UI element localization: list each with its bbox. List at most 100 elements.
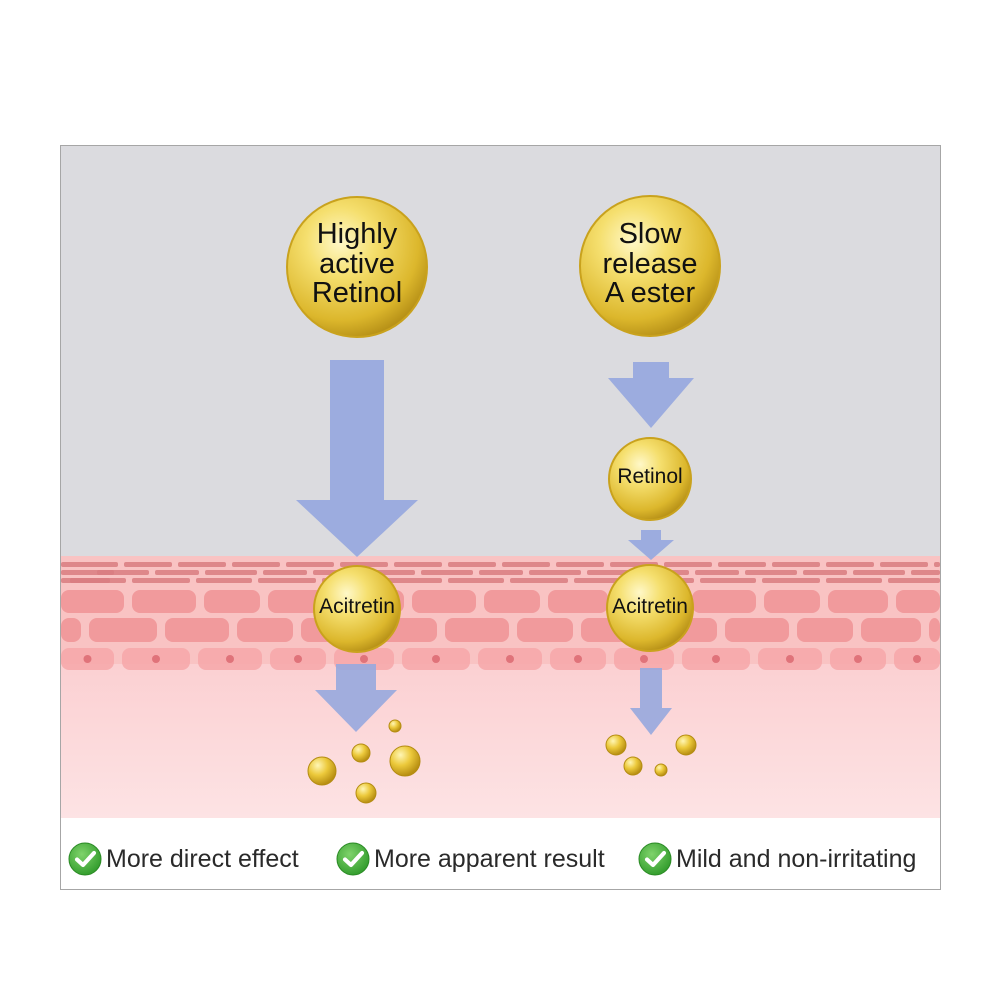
skin-cell	[155, 570, 199, 575]
cell-nucleus	[854, 655, 862, 663]
skin-cell	[412, 590, 476, 613]
skin-cell	[764, 590, 820, 613]
cell-nucleus	[152, 655, 160, 663]
skin-cell	[745, 570, 797, 575]
skin-cell	[826, 562, 874, 567]
benefit-apparent-result: More apparent result	[336, 839, 605, 879]
skin-cell	[124, 562, 172, 567]
skin-cell	[692, 590, 756, 613]
penetration-arrows	[296, 360, 694, 735]
skin-cell	[61, 618, 81, 642]
label-slow-release-a-ester: Slow release A ester	[602, 218, 698, 310]
ball-acitretin-right	[606, 564, 694, 652]
skin-cell	[196, 578, 252, 583]
skin-cell	[448, 578, 504, 583]
benefit-label: More apparent result	[374, 844, 605, 873]
skin-cell	[587, 570, 631, 575]
skin-cell	[529, 570, 581, 575]
skin-cell	[510, 578, 568, 583]
skin-cell	[205, 570, 257, 575]
arrow-right-top	[608, 362, 694, 428]
cell-nucleus	[432, 655, 440, 663]
skin-cell	[445, 618, 509, 642]
skin-cell	[888, 578, 940, 583]
skin-cell	[178, 562, 226, 567]
arrow-right-bottom	[630, 668, 672, 735]
skin-cell	[89, 618, 157, 642]
skin-cell	[61, 590, 124, 613]
skin-cell	[664, 562, 712, 567]
cell-nucleus	[640, 655, 648, 663]
skin-cell	[61, 562, 118, 567]
cell-nucleus	[506, 655, 514, 663]
skin-cell	[826, 578, 882, 583]
skin-cell	[286, 562, 334, 567]
skin-cell	[700, 578, 756, 583]
benefit-mild-non-irritating: Mild and non-irritating	[638, 839, 916, 879]
ball-acitretin-left	[313, 565, 401, 653]
skin-cell	[861, 618, 921, 642]
skin-cell	[548, 590, 608, 613]
skin-cell	[929, 618, 940, 642]
skin-cell	[132, 578, 190, 583]
cell-nucleus	[574, 655, 582, 663]
skin-cell	[448, 562, 496, 567]
skin-cell	[762, 578, 820, 583]
skin-cell	[695, 570, 739, 575]
skin-cell	[132, 590, 196, 613]
check-circle-icon	[638, 842, 672, 876]
check-circle-icon	[68, 842, 102, 876]
label-highly-active-retinol: Highly active Retinol	[311, 218, 403, 310]
ball-highly-active-retinol	[286, 196, 428, 338]
benefits-background	[61, 818, 940, 889]
skin-cell	[421, 570, 473, 575]
cell-nucleus	[786, 655, 794, 663]
cell-nucleus	[913, 655, 921, 663]
benefit-label: Mild and non-irritating	[676, 844, 917, 873]
ball-slow-release-a-ester	[579, 195, 721, 337]
skin-cell	[268, 590, 328, 613]
skin-cell	[880, 562, 928, 567]
cell-nucleus	[712, 655, 720, 663]
cell-nucleus	[360, 655, 368, 663]
skin-cell	[718, 562, 766, 567]
particles-right	[605, 734, 697, 777]
arrow-right-mid	[628, 530, 674, 560]
skin-cell	[803, 570, 847, 575]
skin-cell	[165, 618, 229, 642]
skin-cell	[828, 590, 888, 613]
skin-cell	[797, 618, 853, 642]
benefit-label: More direct effect	[106, 844, 299, 873]
skin-lower-layer	[61, 664, 940, 818]
skin-cell	[934, 562, 940, 567]
skin-cell	[725, 618, 789, 642]
skin-cell	[258, 578, 316, 583]
check-circle-icon	[336, 842, 370, 876]
air-region	[61, 146, 940, 558]
skin-cell	[556, 562, 604, 567]
cell-nucleus	[226, 655, 234, 663]
label-retinol: Retinol	[617, 465, 683, 488]
skin-cell	[237, 618, 293, 642]
arrow-left-large	[296, 360, 418, 557]
skin-cell	[911, 570, 940, 575]
skin-cell	[517, 618, 573, 642]
skin-cell	[263, 570, 307, 575]
skin-cell	[896, 590, 940, 613]
skin-cell	[232, 562, 280, 567]
skin-cell	[772, 562, 820, 567]
arrow-left-bottom	[315, 664, 397, 732]
skin-cell	[394, 562, 442, 567]
skin-cell	[484, 590, 540, 613]
skin-cell	[204, 590, 260, 613]
label-acitretin-left: Acitretin	[319, 595, 395, 618]
cell-nucleus	[294, 655, 302, 663]
skin-cell	[853, 570, 905, 575]
skin-cell	[97, 570, 149, 575]
label-acitretin-right: Acitretin	[612, 595, 688, 618]
benefit-direct-effect: More direct effect	[68, 839, 299, 879]
ball-retinol-intermediate	[608, 437, 692, 521]
skin-cell	[502, 562, 550, 567]
cell-nucleus	[83, 655, 92, 663]
